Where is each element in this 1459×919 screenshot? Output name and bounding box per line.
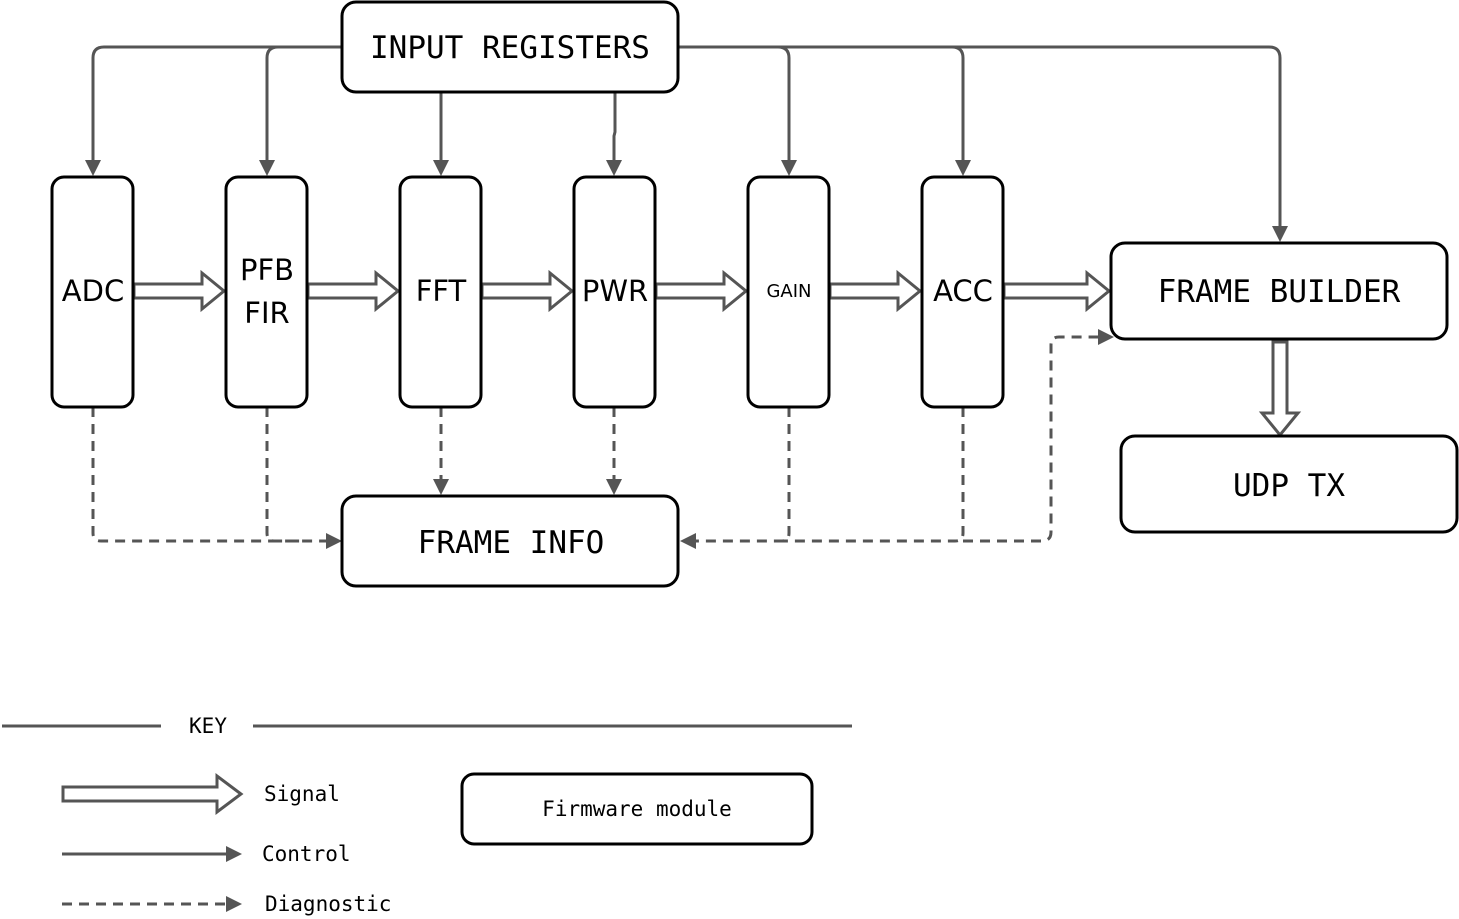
signal-arrow-gain-acc [828, 269, 923, 313]
signal-arrow-acc-frame-builder [1002, 269, 1112, 313]
signal-arrow-pwr-gain [654, 269, 749, 313]
signal-arrow-frame-builder-udp [1258, 340, 1302, 438]
control-line-frame-builder [679, 45, 1282, 228]
signal-arrow-pfb-fft [306, 269, 401, 313]
control-arrowhead-frame-builder [1272, 226, 1288, 242]
legend-signal-label: Signal [264, 782, 340, 806]
legend-control-label: Control [262, 842, 351, 866]
control-line-acc [951, 45, 965, 162]
signal-connections [132, 269, 1302, 438]
gain-module[interactable]: GAIN [746, 175, 831, 409]
fft-module[interactable]: FFT [398, 175, 483, 409]
diagnostic-line-gain [694, 407, 791, 543]
signal-arrow-adc-pfb [132, 269, 227, 313]
pwr-label: PWR [582, 274, 648, 308]
diagnostic-connections [91, 329, 1114, 549]
control-arrowhead-adc [85, 160, 101, 176]
control-line-pfb [265, 45, 279, 162]
diagnostic-arrowhead-frame-builder [1098, 329, 1114, 345]
udp-tx-module[interactable]: UDP TX [1119, 434, 1459, 534]
control-arrowhead-pwr [606, 160, 622, 176]
acc-module[interactable]: ACC [920, 175, 1005, 409]
control-arrowhead-gain [781, 160, 797, 176]
control-connections [85, 45, 1288, 242]
input-registers-label: INPUT REGISTERS [370, 30, 650, 66]
diagnostic-arrowhead-pwr [606, 479, 622, 495]
signal-arrow-fft-pwr [480, 269, 575, 313]
diagnostic-arrowhead-frame-info-left [326, 533, 342, 549]
control-arrowhead-fft [433, 160, 449, 176]
gain-label: GAIN [766, 281, 811, 302]
diagnostic-line-pfb [265, 407, 300, 543]
diagnostic-arrowhead-frame-info-right [680, 533, 696, 549]
legend-diagnostic-arrowhead-icon [226, 896, 242, 912]
diagnostic-line-acc-to-frame-builder [963, 335, 1098, 543]
frame-info-module[interactable]: FRAME INFO [340, 494, 680, 588]
adc-module[interactable]: ADC [50, 175, 135, 409]
control-arrowhead-pfb [259, 160, 275, 176]
frame-builder-module[interactable]: FRAME BUILDER [1109, 241, 1449, 341]
fir-label: FIR [244, 296, 289, 330]
legend-diagnostic-label: Diagnostic [265, 892, 391, 916]
pfb-label: PFB [240, 253, 294, 287]
diagnostic-arrowhead-fft [433, 479, 449, 495]
legend-title: KEY [189, 714, 227, 738]
legend-module-box [460, 772, 814, 846]
acc-label: ACC [933, 274, 993, 308]
pwr-module[interactable]: PWR [572, 175, 657, 409]
legend-control-arrowhead-icon [226, 846, 242, 862]
pfb-fir-module[interactable]: PFB FIR [224, 175, 309, 409]
adc-label: ADC [62, 274, 124, 308]
input-registers-module[interactable]: INPUT REGISTERS [340, 0, 680, 94]
frame-info-label: FRAME INFO [418, 525, 605, 561]
frame-builder-label: FRAME BUILDER [1158, 274, 1401, 310]
legend-signal-arrow-icon [61, 773, 244, 815]
fft-label: FFT [416, 274, 467, 308]
control-line-gain [777, 45, 791, 162]
diagnostic-line-adc [91, 407, 328, 543]
control-line-adc [91, 45, 342, 162]
control-arrowhead-acc [955, 160, 971, 176]
diagnostic-line-acc [780, 407, 965, 543]
udp-tx-label: UDP TX [1233, 468, 1345, 504]
legend-module-label: Firmware module [542, 797, 732, 821]
control-line-pwr [612, 92, 617, 162]
legend: KEY Signal Control Diagnostic Firmware m… [2, 714, 852, 916]
